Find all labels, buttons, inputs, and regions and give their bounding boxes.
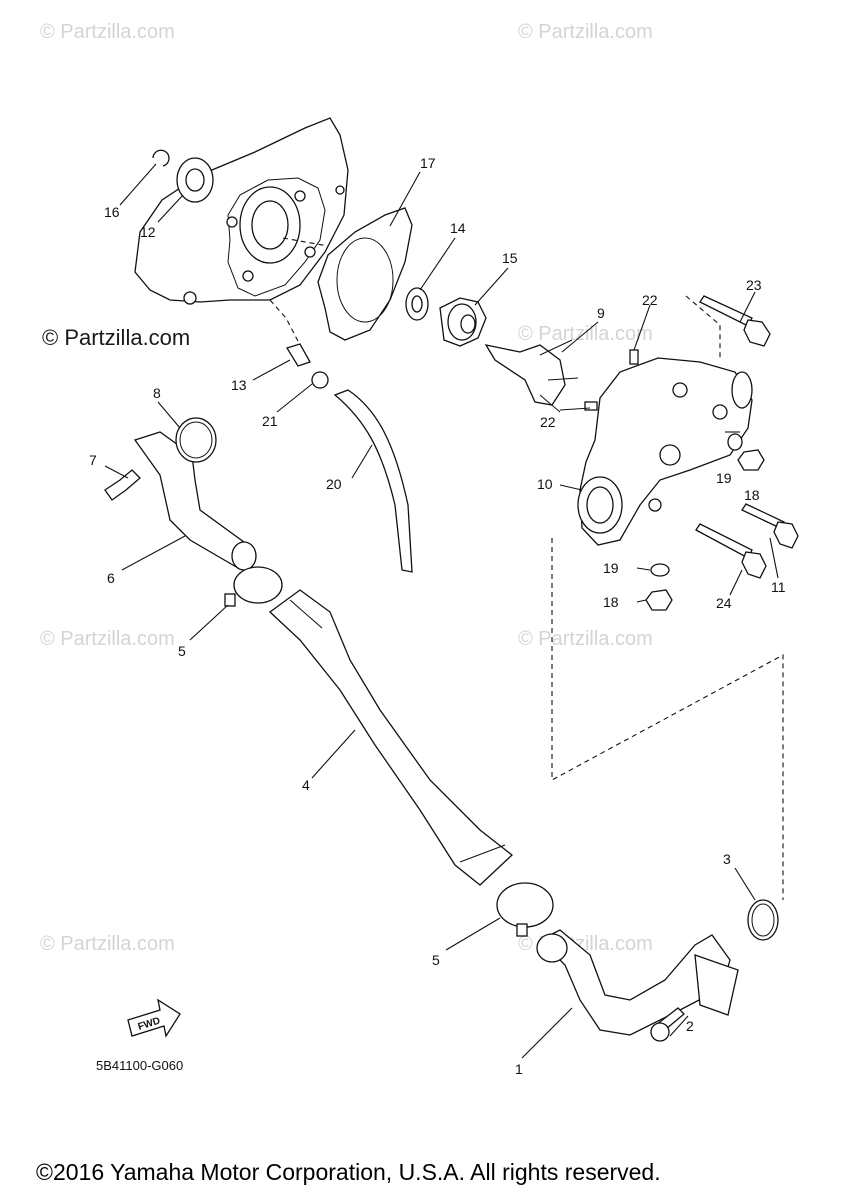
leader-lines — [104, 163, 779, 1059]
watermark-top-left: © Partzilla.com — [40, 21, 175, 43]
circlip-16 — [152, 149, 170, 167]
o-ring-3 — [747, 899, 779, 941]
callout-24: 24 — [716, 595, 732, 611]
bolt-11 — [741, 503, 799, 549]
dowel-22-lower — [584, 401, 598, 411]
callout-21: 21 — [262, 413, 278, 429]
callout-22-lower: 22 — [540, 414, 556, 430]
callout-1: 1 — [515, 1061, 523, 1077]
callout-18-lower: 18 — [603, 594, 619, 610]
forward-arrow-icon: FWD — [127, 998, 181, 1038]
radiator-hose-4 — [268, 589, 513, 886]
callout-5-lower: 5 — [432, 952, 440, 968]
callout-17: 17 — [420, 155, 436, 171]
reference-lines — [269, 237, 784, 900]
callout-5-upper: 5 — [178, 643, 186, 659]
callout-2: 2 — [686, 1018, 694, 1034]
hose-20 — [333, 389, 413, 573]
callout-16: 16 — [104, 204, 120, 220]
callout-15: 15 — [502, 250, 518, 266]
pipe-1 — [536, 929, 739, 1036]
callout-18-upper: 18 — [744, 487, 760, 503]
callout-8: 8 — [153, 385, 161, 401]
callout-9: 9 — [597, 305, 605, 321]
callout-11: 11 — [771, 579, 786, 595]
hose-clamp-5-upper — [224, 566, 283, 607]
bolt-23 — [699, 295, 771, 347]
washer-19-lower — [650, 563, 670, 577]
clip-21 — [311, 371, 329, 389]
o-ring-8 — [175, 417, 217, 463]
callout-13: 13 — [231, 377, 247, 393]
callout-6: 6 — [107, 570, 115, 586]
watermark-low-left: © Partzilla.com — [40, 933, 175, 955]
bearing-12 — [176, 157, 214, 203]
callout-3: 3 — [723, 851, 731, 867]
watermark-mid-right-top: © Partzilla.com — [518, 323, 653, 345]
watermark-top-right: © Partzilla.com — [518, 21, 653, 43]
bolt-2 — [650, 1007, 685, 1042]
callout-19-lower: 19 — [603, 560, 619, 576]
oil-seal-14 — [405, 287, 429, 321]
copyright-notice: ©2016 Yamaha Motor Corporation, U.S.A. A… — [36, 1159, 661, 1185]
crankcase-cover — [134, 117, 349, 305]
dowel-22-upper — [629, 349, 639, 365]
callout-4: 4 — [302, 777, 310, 793]
pin-13 — [286, 343, 311, 367]
callout-14: 14 — [450, 220, 466, 236]
callout-7: 7 — [89, 452, 97, 468]
hose-clamp-5-lower — [496, 882, 554, 937]
bolt-18-lower — [645, 589, 673, 611]
watermark-mid-left: © Partzilla.com — [40, 628, 175, 650]
watermark-mid-right: © Partzilla.com — [518, 628, 653, 650]
callout-10: 10 — [537, 476, 553, 492]
diagram-code: 5B41100-G060 — [96, 1058, 183, 1073]
callout-23: 23 — [746, 277, 762, 293]
callout-19-upper: 19 — [716, 470, 732, 486]
callout-20: 20 — [326, 476, 342, 492]
mechanical-seal-15 — [439, 297, 487, 347]
callout-12: 12 — [140, 224, 156, 240]
pump-housing-10 — [577, 357, 753, 546]
bolt-18-upper — [737, 449, 765, 471]
impeller-shaft-9 — [484, 339, 579, 413]
bolt-7 — [104, 469, 141, 501]
washer-19-upper — [727, 433, 743, 451]
callout-22-upper: 22 — [642, 292, 658, 308]
bolt-24 — [695, 523, 767, 579]
watermark-main: © Partzilla.com — [42, 325, 190, 350]
gasket-17 — [317, 207, 413, 341]
